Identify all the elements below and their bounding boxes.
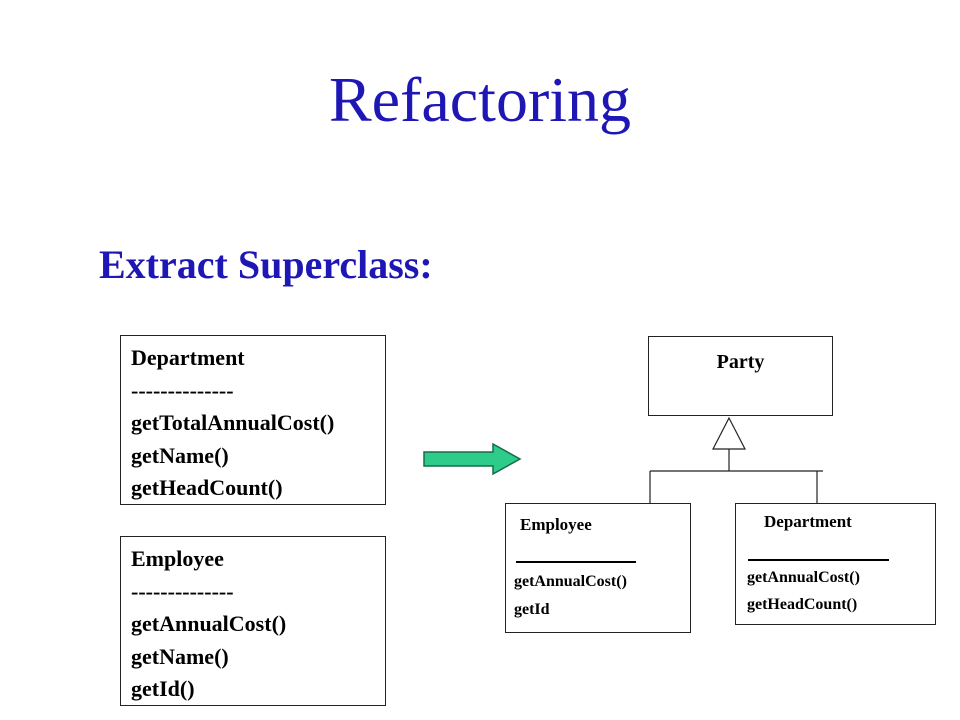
method-item: getName() [131,442,229,468]
method-item: getId [514,601,550,618]
class-name: Employee [520,515,592,534]
class-name: Employee [131,546,224,571]
method-item: getAnnualCost() [131,611,287,636]
class-separator [748,559,889,561]
class-name: Department [764,512,852,531]
class-separator [516,561,636,563]
class-name: Party [716,351,765,373]
class-box-department-after: Department getAnnualCost() getHeadCount(… [735,503,936,625]
class-name: Department [131,345,245,370]
class-separator: -------------- [131,377,234,403]
method-item: getId() [131,676,195,701]
slide-subtitle: Extract Superclass: [99,242,433,287]
slide-title: Refactoring [328,64,632,135]
inheritance-triangle [712,416,746,450]
class-box-party: Party [648,336,833,416]
class-box-employee-before: Employee -------------- getAnnualCost() … [120,536,386,706]
transform-arrow [423,442,522,476]
method-item: getAnnualCost() [747,569,860,586]
class-separator: -------------- [131,578,234,604]
method-item: getHeadCount() [131,475,283,500]
method-item: getTotalAnnualCost() [131,410,335,435]
method-item: getHeadCount() [747,596,858,613]
method-item: getAnnualCost() [514,573,627,590]
class-box-employee-after: Employee getAnnualCost() getId [505,503,691,633]
class-box-department-before: Department -------------- getTotalAnnual… [120,335,386,505]
method-item: getName() [131,643,229,669]
